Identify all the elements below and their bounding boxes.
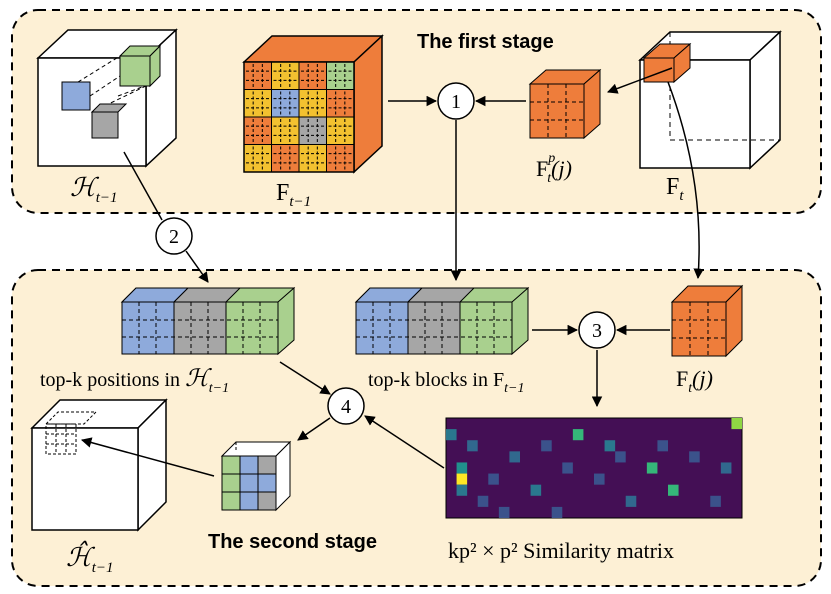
heat-cell xyxy=(668,484,679,496)
heat-cell xyxy=(646,462,658,474)
step-4-circle: 4 xyxy=(327,387,365,425)
flow-arrows xyxy=(80,67,704,477)
similarity-label: kp² × p² Similarity matrix xyxy=(448,538,674,563)
svg-text:2: 2 xyxy=(169,226,179,248)
svg-text:Ft−1: Ft−1 xyxy=(276,180,311,210)
heat-cell xyxy=(456,484,468,496)
svg-text:Fpt(j): Fpt(j) xyxy=(536,151,572,186)
svg-text:ℋ̂t−1: ℋ̂t−1 xyxy=(66,540,114,576)
grid-cell xyxy=(326,61,355,90)
heat-cell xyxy=(446,429,457,441)
h-hat-label: ℋ̂t−1 xyxy=(66,540,114,576)
first-stage-title: The first stage xyxy=(417,31,554,53)
heat-cell xyxy=(731,418,742,430)
heat-cell xyxy=(456,473,468,485)
step-3-circle: 3 xyxy=(578,311,616,349)
topk-blocks xyxy=(354,286,530,356)
grid-cell xyxy=(243,116,272,145)
svg-text:4: 4 xyxy=(341,396,351,418)
h-prev-label: ℋt−1 xyxy=(70,173,118,206)
svg-text:kp² × p² Similarity matrix: kp² × p² Similarity matrix xyxy=(448,538,674,563)
svg-text:Ft: Ft xyxy=(666,174,684,204)
f-cur-cube xyxy=(638,30,782,170)
h-prev-cube xyxy=(36,28,178,168)
ft-j-label: Ft(j) xyxy=(676,366,713,396)
first-stage-panel xyxy=(11,9,822,214)
grid-cell xyxy=(298,89,327,118)
topk-positions-blocks xyxy=(120,286,296,356)
f-prev-grid-cube xyxy=(242,34,384,174)
f-patch-block xyxy=(528,68,602,140)
second-stage-title: The second stage xyxy=(208,531,377,553)
grid-cell xyxy=(298,144,327,173)
heat-cell xyxy=(720,462,732,474)
svg-text:top-k blocks in Ft−1: top-k blocks in Ft−1 xyxy=(368,369,524,396)
grid-cell xyxy=(298,116,327,145)
similarity-matrix xyxy=(445,417,743,519)
svg-text:Ft(j): Ft(j) xyxy=(676,366,713,396)
heat-cell xyxy=(625,495,637,507)
h-hat-cube xyxy=(30,398,168,532)
grid-cell xyxy=(243,144,272,173)
svg-text:1: 1 xyxy=(451,91,461,113)
aggregated-block xyxy=(220,440,292,512)
step-2-circle: 2 xyxy=(155,217,193,255)
heat-cell xyxy=(615,451,626,463)
topk-blocks-label: top-k blocks in Ft−1 xyxy=(368,369,524,396)
svg-text:3: 3 xyxy=(592,320,602,342)
heat-cell xyxy=(562,462,573,474)
heat-cell xyxy=(456,462,468,474)
svg-text:top-k positions in ℋt−1: top-k positions in ℋt−1 xyxy=(40,366,229,396)
grid-cell xyxy=(298,61,327,90)
heat-cell xyxy=(467,440,478,452)
grid-cell xyxy=(271,89,300,118)
ft-j-block xyxy=(670,284,744,358)
heat-cell xyxy=(488,473,499,485)
grid-cell xyxy=(243,61,272,90)
grid-cell xyxy=(271,61,300,90)
f-cur-label: Ft xyxy=(666,174,684,204)
heat-cell xyxy=(710,495,721,507)
grid-cell xyxy=(243,89,272,118)
heat-cell xyxy=(541,440,552,452)
svg-text:ℋt−1: ℋt−1 xyxy=(70,173,118,206)
heat-cell xyxy=(572,429,584,441)
grid-cell xyxy=(271,116,300,145)
heat-cell xyxy=(604,440,616,452)
grid-cell xyxy=(326,89,355,118)
grid-cell xyxy=(271,144,300,173)
heat-cell xyxy=(477,495,489,507)
topk-positions-label: top-k positions in ℋt−1 xyxy=(40,366,229,396)
heat-cell xyxy=(498,506,510,518)
grid-cell xyxy=(326,144,355,173)
heat-cell xyxy=(551,506,563,518)
step-1-circle: 1 xyxy=(437,82,475,120)
grid-cell xyxy=(326,116,355,145)
heat-cell xyxy=(594,473,605,485)
f-prev-label: Ft−1 xyxy=(276,180,311,210)
heat-cell xyxy=(689,451,700,463)
heat-cell xyxy=(509,451,520,463)
heat-cell xyxy=(530,484,542,496)
heat-cell xyxy=(657,440,668,452)
